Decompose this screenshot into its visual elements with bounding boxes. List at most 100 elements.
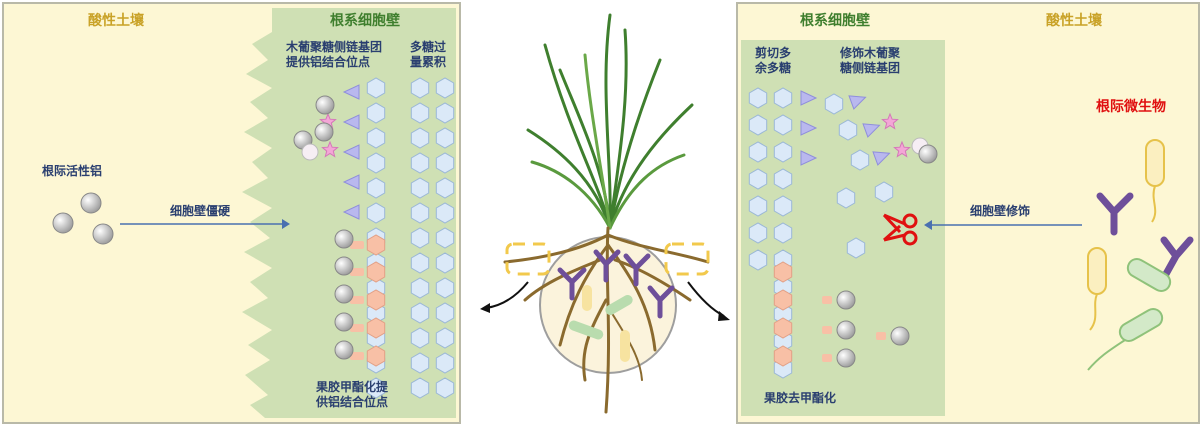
polysaccharide-hexagon	[367, 153, 384, 173]
polysaccharide-hexagon	[749, 196, 766, 216]
pectin-hexagon	[367, 290, 384, 310]
polysaccharide-hexagon	[436, 303, 453, 323]
polysaccharide-hexagon	[411, 103, 428, 123]
polysaccharide-hexagon	[436, 378, 453, 398]
aluminium-ion	[53, 213, 73, 233]
polysaccharide-hexagon	[411, 153, 428, 173]
polysaccharide-hexagon	[367, 103, 384, 123]
polysaccharide-hexagon	[411, 203, 428, 223]
polysaccharide-hexagon	[839, 120, 856, 140]
polysaccharide-hexagon	[436, 78, 453, 98]
polysaccharide-hexagon	[411, 128, 428, 148]
right-pectin-label: 果胶去甲酯化	[764, 391, 836, 406]
aluminium-ion	[335, 285, 353, 303]
aluminium-ion	[335, 257, 353, 275]
polysaccharide-hexagon	[436, 103, 453, 123]
polysaccharide-hexagon	[411, 378, 428, 398]
aluminium-ion	[335, 313, 353, 331]
right-microbe-label: 根际微生物	[1096, 100, 1166, 115]
polysaccharide-hexagon	[436, 228, 453, 248]
polysaccharide-hexagon	[749, 169, 766, 189]
polysaccharide-hexagon	[436, 328, 453, 348]
left-pectin-label: 果胶甲酯化提 供铝结合位点	[316, 380, 388, 410]
polysaccharide-hexagon	[367, 78, 384, 98]
aluminium-ion	[93, 224, 113, 244]
right-trim-label: 剪切多 余多糖	[755, 46, 791, 76]
left-arrow-label: 细胞壁僵硬	[170, 204, 230, 219]
polysaccharide-hexagon	[749, 142, 766, 162]
pectin-hexagon	[367, 318, 384, 338]
polysaccharide-hexagon	[436, 278, 453, 298]
left-soil-title: 酸性土壤	[88, 14, 144, 29]
curved-arrow-left	[486, 282, 528, 308]
polysaccharide-hexagon	[774, 223, 791, 243]
curved-arrow-right	[688, 282, 724, 316]
polysaccharide-hexagon	[411, 178, 428, 198]
polysaccharide-hexagon	[411, 78, 428, 98]
polysaccharide-hexagon	[436, 353, 453, 373]
pectin-hexagon	[367, 262, 384, 282]
polysaccharide-hexagon	[825, 94, 842, 114]
pectin-hexagon	[774, 346, 791, 366]
curved-arrow-left-head	[480, 303, 490, 313]
left-xyloglucan-label: 木葡聚糖侧链基团 提供铝结合位点	[286, 40, 382, 70]
aluminium-ion	[316, 96, 334, 114]
aluminium-ion	[335, 230, 353, 248]
polysaccharide-hexagon	[436, 128, 453, 148]
pectin-hexagon	[367, 235, 384, 255]
microbe-rod-yellow	[1146, 140, 1164, 186]
polysaccharide-hexagon	[837, 188, 854, 208]
polysaccharide-hexagon	[411, 353, 428, 373]
polysaccharide-hexagon	[411, 228, 428, 248]
polysaccharide-hexagon	[411, 278, 428, 298]
left-al-label: 根际活性铝	[42, 164, 102, 179]
polysaccharide-hexagon	[411, 328, 428, 348]
polysaccharide-hexagon	[367, 203, 384, 223]
aluminium-ion	[919, 145, 937, 163]
aluminium-ion	[837, 291, 855, 309]
polysaccharide-hexagon	[749, 250, 766, 270]
aluminium-ion	[315, 123, 333, 141]
right-panel	[737, 3, 1199, 423]
aluminium-ion	[81, 193, 101, 213]
left-panel	[3, 3, 460, 423]
grass-leaves	[528, 15, 692, 228]
pectin-hexagon	[367, 346, 384, 366]
aluminium-ion	[837, 349, 855, 367]
polysaccharide-hexagon	[749, 88, 766, 108]
pectin-hexagon	[774, 290, 791, 310]
microbe-rod-yellow	[1088, 248, 1106, 294]
polysaccharide-hexagon	[875, 182, 892, 202]
polysaccharide-hexagon	[851, 150, 868, 170]
polysaccharide-hexagon	[411, 253, 428, 273]
aluminium-ion	[891, 327, 909, 345]
right-wall-title: 根系细胞壁	[800, 14, 870, 29]
pectin-hexagon	[774, 318, 791, 338]
polysaccharide-hexagon	[774, 115, 791, 135]
polysaccharide-hexagon	[436, 153, 453, 173]
polysaccharide-hexagon	[749, 223, 766, 243]
polysaccharide-hexagon	[367, 178, 384, 198]
polysaccharide-hexagon	[774, 169, 791, 189]
curved-arrow-right-head	[718, 311, 730, 321]
right-soil-title: 酸性土壤	[1046, 14, 1102, 29]
right-arrow-label: 细胞壁修饰	[970, 204, 1030, 219]
plant-illustration	[480, 15, 730, 412]
polysaccharide-hexagon	[436, 178, 453, 198]
pectin-hexagon	[774, 262, 791, 282]
right-modify-label: 修饰木葡聚 糖侧链基团	[840, 46, 900, 76]
polysaccharide-hexagon	[774, 142, 791, 162]
left-wall-title: 根系细胞壁	[330, 14, 400, 29]
polysaccharide-hexagon	[411, 303, 428, 323]
polysaccharide-hexagon	[774, 196, 791, 216]
aluminium-ion	[837, 321, 855, 339]
polysaccharide-hexagon	[367, 128, 384, 148]
polysaccharide-hexagon	[749, 115, 766, 135]
polysaccharide-hexagon	[436, 253, 453, 273]
polysaccharide-hexagon	[774, 88, 791, 108]
left-polysaccharide-label: 多糖过 量累积	[410, 40, 446, 70]
aluminium-ion	[335, 341, 353, 359]
polysaccharide-hexagon	[847, 238, 864, 258]
polysaccharide-hexagon	[436, 203, 453, 223]
